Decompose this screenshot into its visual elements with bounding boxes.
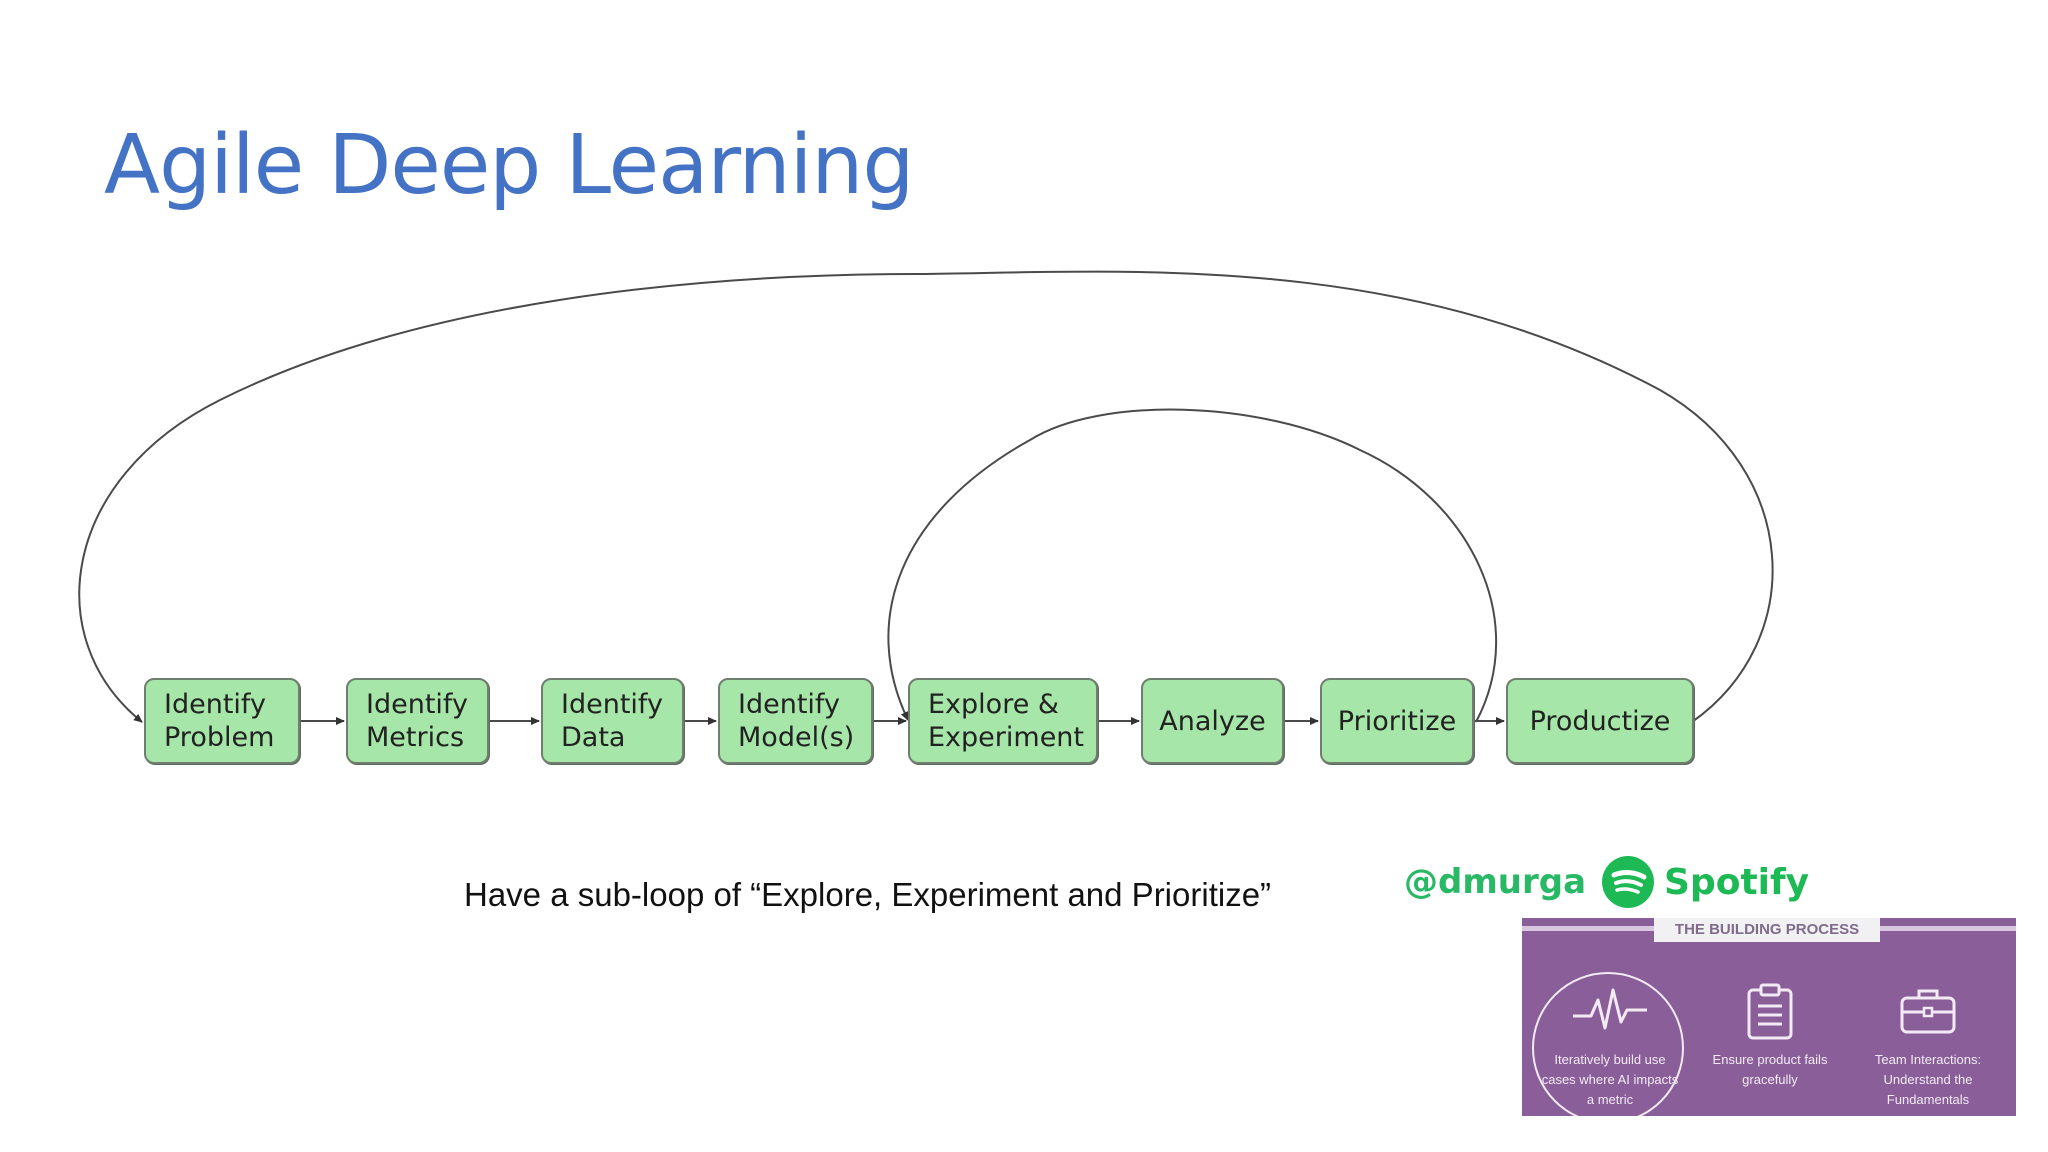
branding-row: @dmurga Spotify [1404, 856, 1809, 908]
flow-node-label: Prioritize [1337, 705, 1457, 737]
flow-node-label: Identify Model(s) [738, 689, 855, 753]
flow-node-identify-data: Identify Data [541, 678, 684, 764]
flow-node-label: Identify Data [561, 689, 663, 753]
flow-node-label: Identify Problem [164, 689, 275, 753]
flow-node-label: Analyze [1159, 705, 1266, 737]
flow-node-analyze: Analyze [1141, 678, 1284, 764]
process-item-team: Team Interactions: Understand the Fundam… [1848, 978, 2008, 1110]
slide-title: Agile Deep Learning [104, 118, 914, 213]
briefcase-icon [1848, 978, 2008, 1044]
clipboard-icon [1690, 978, 1850, 1044]
panel-header: THE BUILDING PROCESS [1654, 918, 1880, 942]
process-item-fail-gracefully: Ensure product fails gracefully [1690, 978, 1850, 1090]
pulse-icon [1530, 978, 1690, 1044]
sub-loop-connector [887, 408, 1498, 723]
flow-node-identify-metrics: Identify Metrics [346, 678, 489, 764]
flow-node-label: Identify Metrics [366, 689, 468, 753]
flow-node-label: Productize [1529, 705, 1671, 737]
spotify-wordmark: Spotify [1664, 861, 1810, 903]
flow-node-explore-experiment: Explore & Experiment [908, 678, 1098, 764]
flow-node-prioritize: Prioritize [1320, 678, 1474, 764]
building-process-inset: THE BUILDING PROCESS Iteratively build u… [1522, 918, 2016, 1116]
flow-node-productize: Productize [1506, 678, 1694, 764]
highlight-ring [1532, 972, 1684, 1116]
twitter-handle: @dmurga [1404, 862, 1587, 902]
slide-caption: Have a sub-loop of “Explore, Experiment … [464, 876, 1272, 913]
flow-node-label: Explore & Experiment [928, 689, 1085, 753]
spotify-logo-icon [1602, 856, 1655, 908]
flow-node-identify-problem: Identify Problem [144, 678, 300, 764]
outer-loop-connector [78, 270, 1774, 723]
flow-node-identify-models: Identify Model(s) [718, 678, 873, 764]
process-item-iterate: Iteratively build use cases where AI imp… [1530, 978, 1690, 1110]
